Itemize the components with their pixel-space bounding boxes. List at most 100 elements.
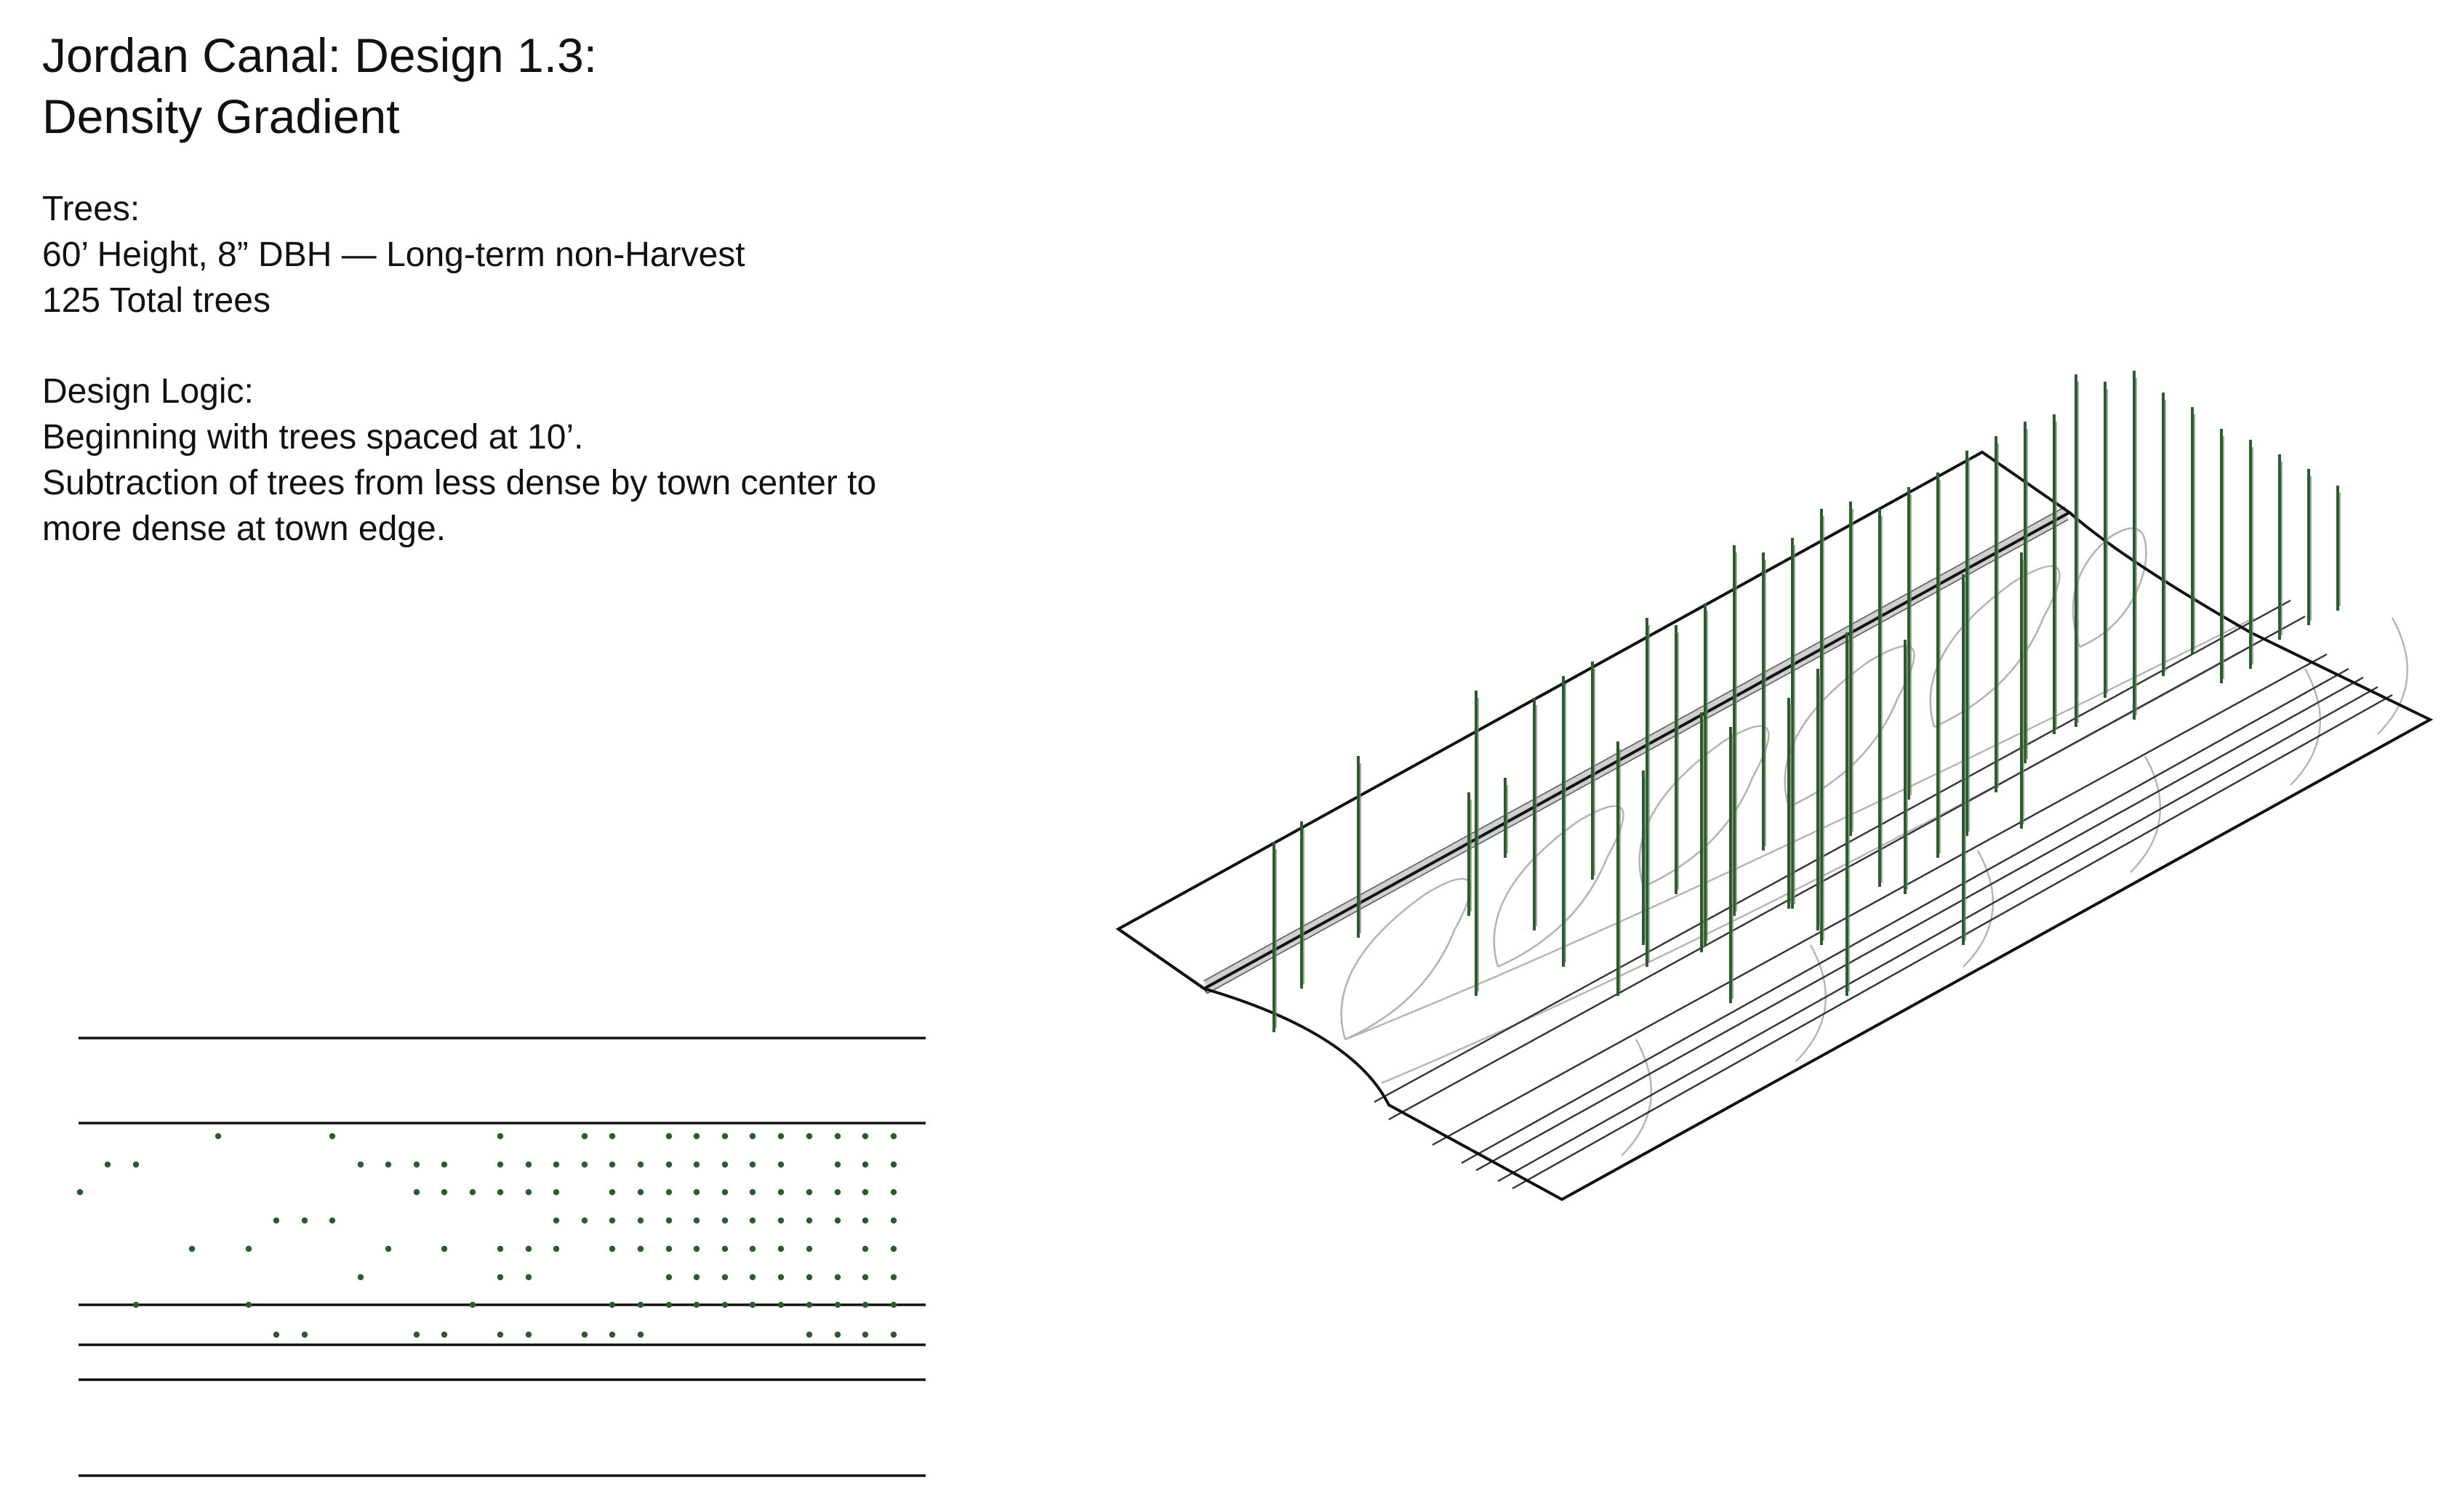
- tree-dot: [890, 1245, 897, 1252]
- tree-dot: [609, 1133, 616, 1140]
- tree-dot: [497, 1133, 504, 1140]
- tree-dot: [721, 1133, 729, 1140]
- tree-dot: [890, 1301, 897, 1308]
- tree-dot: [806, 1245, 813, 1252]
- tree-dot: [806, 1217, 813, 1224]
- tree-dot: [497, 1245, 504, 1252]
- tree-dot: [834, 1331, 841, 1338]
- tree-dot: [721, 1301, 729, 1308]
- tree-dot: [806, 1133, 813, 1140]
- tree-dot: [890, 1133, 897, 1140]
- tree-dot: [637, 1245, 644, 1252]
- tree-dot: [553, 1245, 560, 1252]
- tree-dot: [609, 1331, 616, 1338]
- canal-line: [1512, 693, 2393, 1190]
- tree-dot: [609, 1189, 616, 1196]
- trees-total: 125 Total trees: [42, 281, 270, 320]
- tree-dot: [581, 1161, 588, 1168]
- tree-dot: [469, 1301, 476, 1308]
- tree-dot: [497, 1189, 504, 1196]
- tree-dot: [553, 1189, 560, 1196]
- tree-dot: [721, 1274, 729, 1281]
- tree-dot: [76, 1189, 84, 1196]
- tree-dot: [413, 1189, 420, 1196]
- tree-dot: [862, 1274, 869, 1281]
- contour-loop: [1493, 805, 1624, 968]
- tree-dot: [806, 1301, 813, 1308]
- tree-dot: [749, 1161, 756, 1168]
- contour-sweep: [1381, 631, 2277, 1085]
- canal-line: [1432, 653, 2328, 1146]
- tree-dot: [806, 1331, 813, 1338]
- tree-dot: [834, 1274, 841, 1281]
- tree-dot: [245, 1301, 252, 1308]
- tree-dot: [441, 1161, 448, 1168]
- tree-dot: [890, 1274, 897, 1281]
- tree-dot: [329, 1217, 336, 1224]
- tree-dot: [581, 1133, 588, 1140]
- design-logic-heading: Design Logic:: [42, 372, 254, 411]
- section-arc: [1963, 850, 1995, 968]
- tree-dot: [525, 1274, 532, 1281]
- tree-dot: [581, 1331, 588, 1338]
- tree-dot: [890, 1217, 897, 1224]
- tree-dot: [273, 1217, 280, 1224]
- tree-dot: [385, 1161, 392, 1168]
- tree-dot: [525, 1161, 532, 1168]
- tree-dot: [497, 1274, 504, 1281]
- tree-dot: [693, 1133, 700, 1140]
- tree-dot: [693, 1161, 700, 1168]
- tree-dot: [721, 1245, 729, 1252]
- tree-dot: [357, 1161, 364, 1168]
- tree-dot: [665, 1301, 673, 1308]
- tree-dot: [665, 1161, 673, 1168]
- tree-dot: [525, 1245, 532, 1252]
- tree-dot: [553, 1161, 560, 1168]
- tree-dot: [357, 1274, 364, 1281]
- tree-dot: [834, 1161, 841, 1168]
- trees-info: Trees: 60’ Height, 8” DBH — Long-term no…: [42, 186, 1060, 323]
- section-arc: [1621, 1039, 1653, 1157]
- canal-line: [1497, 685, 2378, 1183]
- tree-dot: [497, 1161, 504, 1168]
- trees-heading: Trees:: [42, 190, 140, 228]
- site-lower-edge: [1117, 511, 2434, 1202]
- tree-dot: [497, 1331, 504, 1338]
- tree-dot: [862, 1245, 869, 1252]
- tree-dot: [834, 1217, 841, 1224]
- tree-dot: [665, 1133, 673, 1140]
- canal-line: [1461, 667, 2349, 1165]
- tree-dot: [777, 1274, 785, 1281]
- tree-dot: [806, 1274, 813, 1281]
- design-logic-info: Design Logic: Beginning with trees space…: [42, 369, 1060, 552]
- contour-loop: [1340, 877, 1472, 1041]
- tree-dot: [301, 1331, 308, 1338]
- tree-dot: [637, 1331, 644, 1338]
- tree-dot: [693, 1301, 700, 1308]
- tree-dot: [637, 1189, 644, 1196]
- tree-dot: [749, 1217, 756, 1224]
- tree-dot: [777, 1217, 785, 1224]
- tree-dot: [693, 1217, 700, 1224]
- tree-dot: [693, 1274, 700, 1281]
- plan-section-lines: [79, 1037, 926, 1477]
- tree-stems: [1272, 371, 2341, 1032]
- tree-dot: [862, 1217, 869, 1224]
- tree-dot: [862, 1161, 869, 1168]
- tree-dot: [749, 1189, 756, 1196]
- tree-dot: [749, 1245, 756, 1252]
- tree-dot: [581, 1217, 588, 1224]
- tree-dot: [413, 1331, 420, 1338]
- tree-dot: [749, 1274, 756, 1281]
- tree-dot: [609, 1161, 616, 1168]
- tree-dot: [469, 1189, 476, 1196]
- tree-dot: [665, 1245, 673, 1252]
- canal-line: [1374, 599, 2291, 1103]
- tree-dot: [104, 1161, 111, 1168]
- tree-dot: [862, 1301, 869, 1308]
- tree-dot: [806, 1189, 813, 1196]
- tree-dot: [777, 1133, 785, 1140]
- tree-dot: [834, 1301, 841, 1308]
- tree-dot: [637, 1301, 644, 1308]
